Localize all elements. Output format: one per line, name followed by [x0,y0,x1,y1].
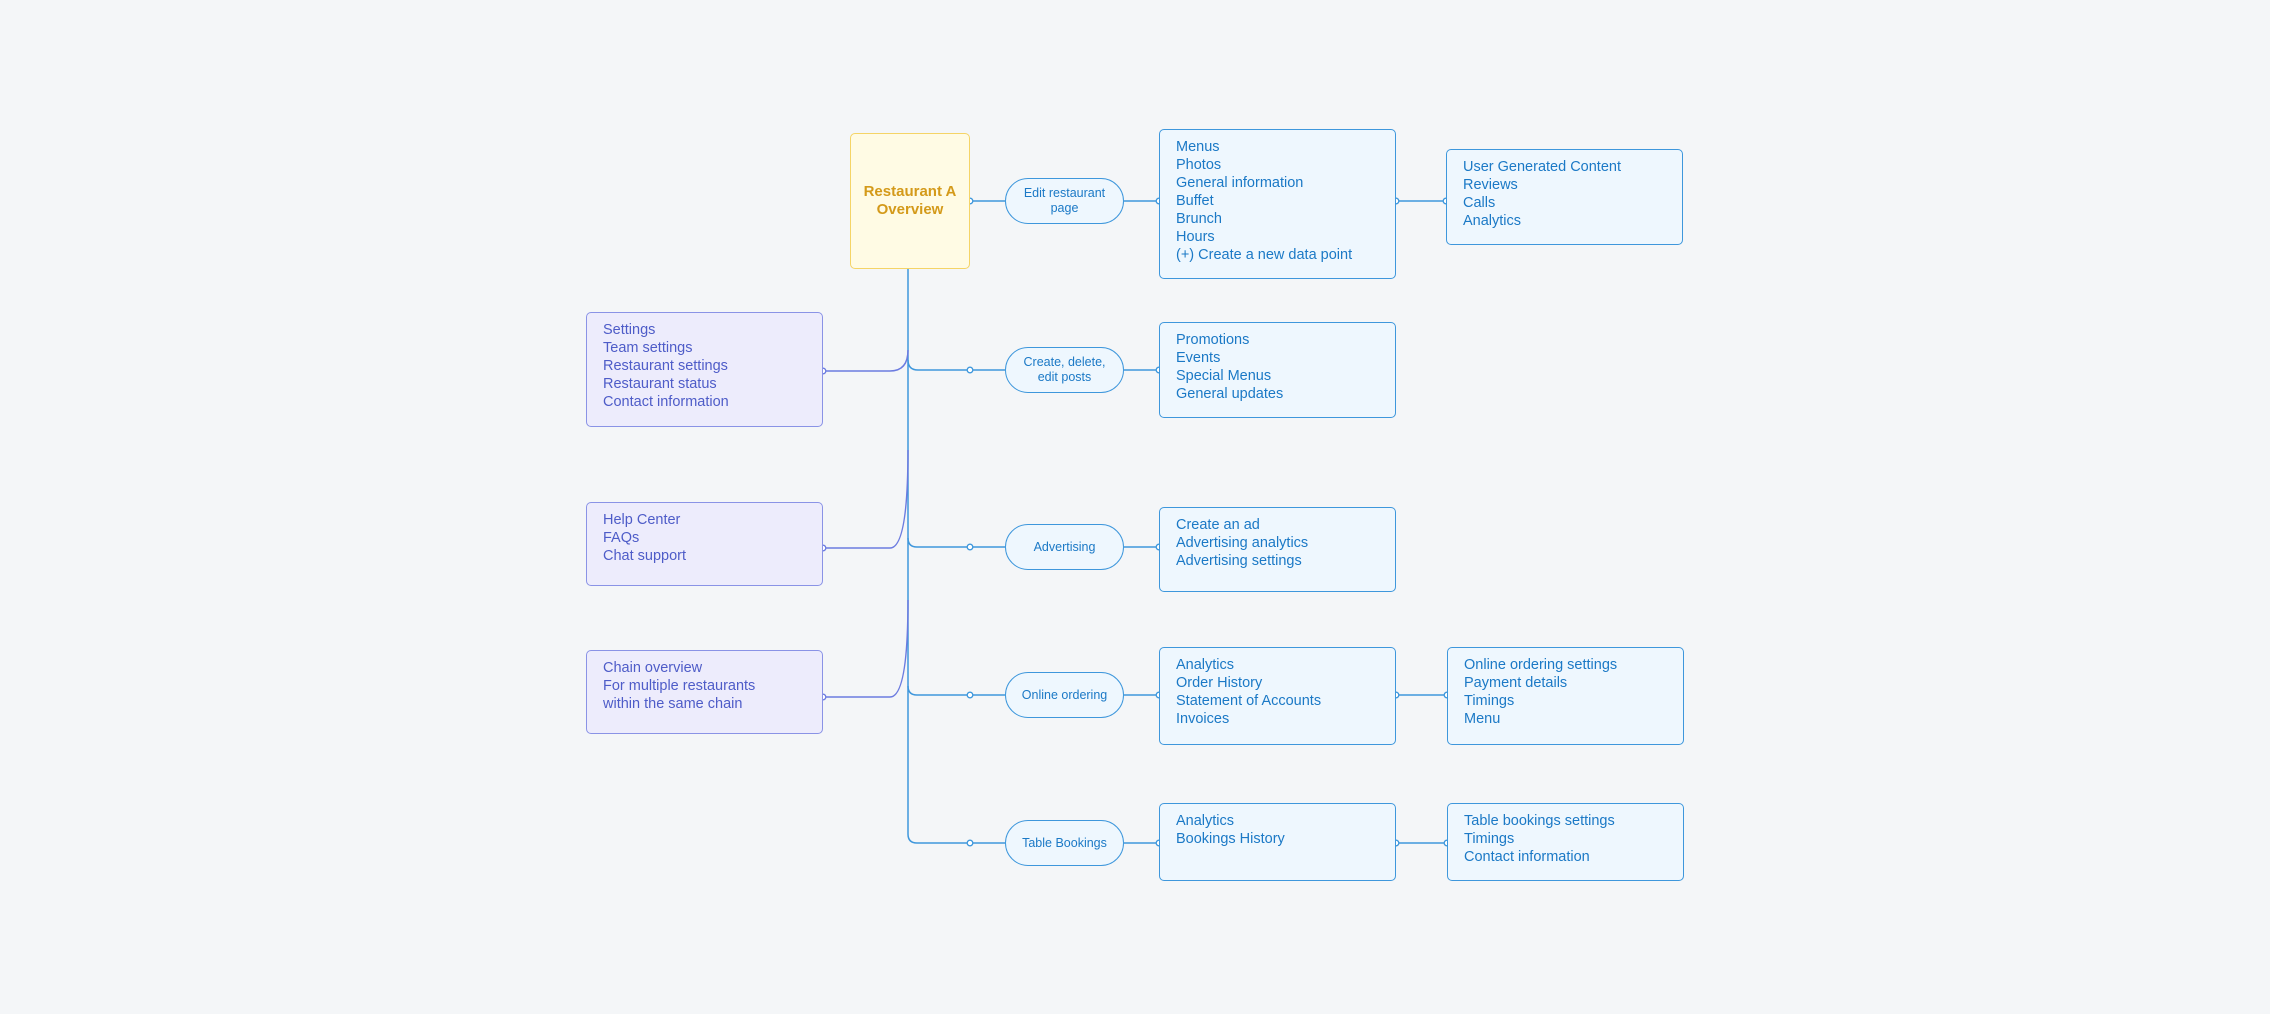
posts-items-box[interactable]: Promotions Events Special Menus General … [1159,322,1396,418]
connector-dot [966,543,974,551]
hub-edit-label: Edit restaurant page [1023,186,1106,215]
list-item: within the same chain [603,696,743,712]
connector-dot [966,691,974,699]
list-item: Invoices [1176,711,1230,727]
trunk-to-ordering-line [907,685,968,696]
trunk-to-ads-line [907,537,968,548]
hub-create-delete-edit-posts[interactable]: Create, delete, edit posts [1005,347,1124,393]
root-title-line-2: Overview [876,201,944,218]
list-item: Menus [1176,139,1220,155]
edit-page-items-box[interactable]: Menus Photos General information Buffet … [1159,129,1396,279]
hub-online-ordering[interactable]: Online ordering [1005,672,1124,718]
help-box[interactable]: Help Center FAQs Chat support [586,502,823,586]
advertising-items-box[interactable]: Create an ad Advertising analytics Adver… [1159,507,1396,592]
root-node[interactable]: Restaurant A Overview [850,133,970,269]
list-item: FAQs [603,530,640,546]
list-item: Restaurant status [603,376,717,392]
list-item: Restaurant settings [603,358,728,374]
list-item: Buffet [1176,193,1214,209]
list-item: Timings [1464,831,1515,847]
list-item: Payment details [1464,675,1568,691]
list-item: General information [1176,175,1304,191]
list-item: Chain overview [603,660,703,676]
list-item: Hours [1176,229,1215,245]
list-item: Advertising analytics [1176,535,1309,551]
table-bookings-extra-box[interactable]: Table bookings settings Timings Contact … [1447,803,1684,881]
list-item: Timings [1464,693,1515,709]
trunk-line [907,268,968,844]
online-ordering-extra-box[interactable]: Online ordering settings Payment details… [1447,647,1684,745]
list-item: Promotions [1176,332,1250,348]
list-item: User Generated Content [1463,159,1621,175]
list-item: Settings [603,322,656,338]
list-item: Order History [1176,675,1263,691]
create-data-point-item[interactable]: (+) Create a new data point [1176,247,1353,263]
hub-edit-restaurant-page[interactable]: Edit restaurant page [1005,178,1124,224]
list-item: Chat support [603,548,687,564]
list-item: Brunch [1176,211,1222,227]
edit-page-extra-box[interactable]: User Generated Content Reviews Calls Ana… [1446,149,1683,245]
list-item: Table bookings settings [1464,813,1615,829]
list-item: Special Menus [1176,368,1272,384]
list-item: Analytics [1176,813,1235,829]
list-item: Bookings History [1176,831,1285,847]
list-item: Create an ad [1176,517,1260,533]
settings-box[interactable]: Settings Team settings Restaurant settin… [586,312,823,427]
list-item: Reviews [1463,177,1518,193]
online-ordering-items-box[interactable]: Analytics Order History Statement of Acc… [1159,647,1396,745]
trunk-to-posts-line [907,359,968,371]
connector-dot [966,839,974,847]
hub-bookings-label: Table Bookings [1022,835,1107,850]
hub-ads-label: Advertising [1033,539,1096,554]
list-item: Calls [1463,195,1496,211]
table-bookings-items-box[interactable]: Analytics Bookings History [1159,803,1396,881]
list-item: Contact information [1464,849,1590,865]
list-item: Analytics [1463,213,1522,229]
list-item: Photos [1176,157,1222,173]
trunk-to-help-line [823,449,909,549]
hub-table-bookings[interactable]: Table Bookings [1005,820,1124,866]
root-title-line-1: Restaurant A [863,183,957,200]
list-item: Menu [1464,711,1501,727]
hub-advertising[interactable]: Advertising [1005,524,1124,570]
chain-overview-box[interactable]: Chain overview For multiple restaurants … [586,650,823,734]
hub-ordering-label: Online ordering [1021,687,1108,702]
list-item: Online ordering settings [1464,657,1618,673]
hub-posts-label: Create, delete, edit posts [1023,355,1106,384]
connector-dot [966,366,974,374]
list-item: Contact information [603,394,729,410]
trunk-to-settings-line [823,349,909,372]
list-item: For multiple restaurants [603,678,756,694]
list-item: General updates [1176,386,1284,402]
list-item: Analytics [1176,657,1235,673]
trunk-to-chain-line [823,599,909,698]
list-item: Events [1176,350,1221,366]
list-item: Help Center [603,512,681,528]
list-item: Statement of Accounts [1176,693,1322,709]
list-item: Team settings [603,340,693,356]
list-item: Advertising settings [1176,553,1302,569]
